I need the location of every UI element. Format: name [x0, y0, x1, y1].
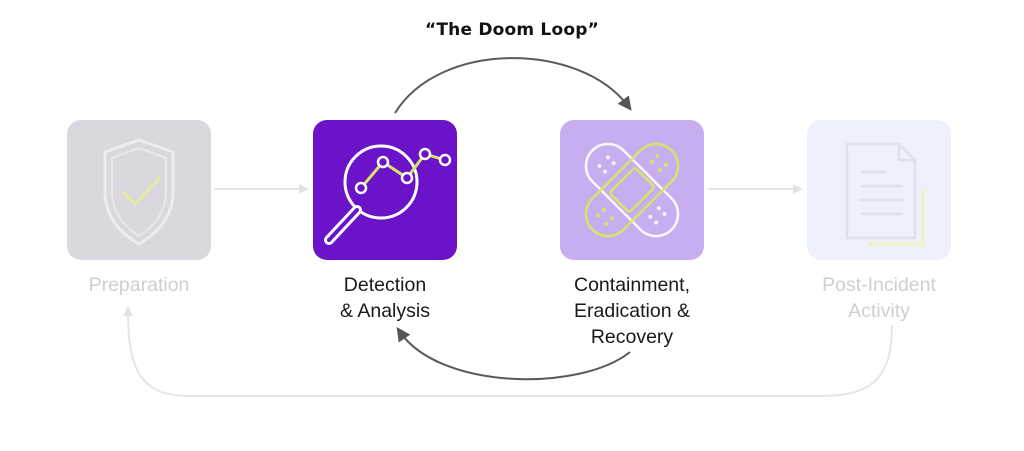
shield-check-icon: [103, 138, 175, 246]
stage-label-post-incident: Post-Incident Activity: [822, 274, 936, 322]
post-incident-tile: [807, 120, 951, 260]
detection-tile: [313, 120, 457, 260]
doom-loop-arrow-forward: [394, 57, 632, 114]
preparation-tile: [67, 120, 211, 260]
containment-tile: [560, 120, 704, 260]
arrow-post-to-preparation: [123, 306, 893, 397]
stage-label-containment: Containment, Eradication & Recovery: [574, 274, 690, 348]
bandage-icon: [584, 142, 680, 238]
magnifier-chart-icon: [324, 144, 452, 245]
doom-loop-arrow-back: [396, 327, 631, 381]
stage-label-detection: Detection & Analysis: [340, 274, 430, 322]
stage-label-preparation: Preparation: [88, 274, 190, 296]
document-icon: [845, 142, 925, 246]
diagram-title: “The Doom Loop”: [425, 20, 599, 40]
